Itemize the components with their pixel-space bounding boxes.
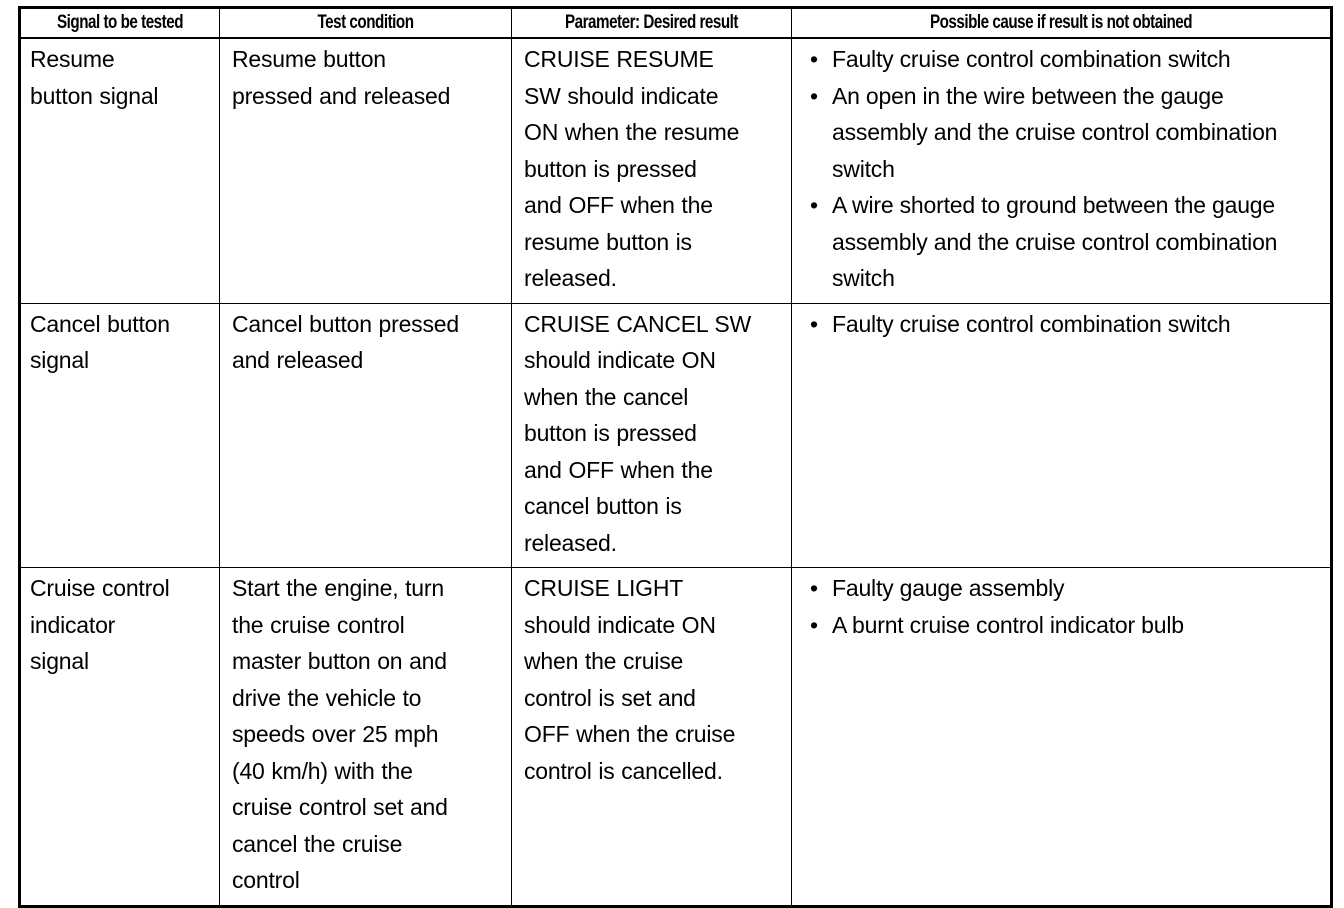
signal-text: Cancel button signal bbox=[30, 310, 170, 374]
bullet-icon: • bbox=[810, 611, 818, 638]
cell-possible-cause: • Faulty cruise control combination switc… bbox=[791, 303, 1333, 568]
column-header-parameter-label: Parameter: Desired result bbox=[564, 12, 739, 33]
possible-cause-text: Faulty gauge assembly bbox=[832, 575, 1065, 601]
table-row: Cancel button signal Cancel button press… bbox=[18, 303, 1333, 568]
possible-cause-text: An open in the wire between the gauge as… bbox=[832, 82, 1278, 182]
column-header-test-condition-label: Test condition bbox=[317, 12, 414, 33]
table-row: Cruise control indicator signal Start th… bbox=[18, 567, 1333, 908]
test-condition-text: Cancel button pressed and released bbox=[232, 310, 459, 374]
cell-test-condition: Start the engine, turn the cruise contro… bbox=[219, 567, 512, 908]
parameter-text: CRUISE CANCEL SW should indicate ON when… bbox=[524, 310, 751, 556]
possible-cause-item: • Faulty cruise control combination switc… bbox=[800, 41, 1330, 78]
bullet-icon: • bbox=[810, 46, 818, 72]
possible-cause-item: • An open in the wire between the gauge a… bbox=[800, 78, 1330, 188]
column-header-signal: Signal to be tested bbox=[18, 6, 220, 39]
column-header-signal-label: Signal to be tested bbox=[56, 12, 183, 33]
possible-cause-list: • Faulty cruise control combination switc… bbox=[792, 41, 1330, 297]
possible-cause-list: • Faulty cruise control combination switc… bbox=[792, 306, 1330, 343]
possible-cause-item: • Faulty gauge assembly bbox=[800, 570, 1330, 607]
diagnostic-table: Signal to be tested Test condition Param… bbox=[18, 6, 1333, 908]
table-row: Resume button signal Resume button press… bbox=[18, 38, 1333, 304]
signal-text: Cruise control indicator signal bbox=[30, 575, 170, 674]
possible-cause-text: Faulty cruise control combination switch bbox=[832, 310, 1231, 337]
cell-parameter: CRUISE LIGHT should indicate ON when the… bbox=[511, 567, 792, 908]
possible-cause-text: A wire shorted to ground between the gau… bbox=[832, 192, 1278, 291]
possible-cause-text: A burnt cruise control indicator bulb bbox=[832, 611, 1184, 638]
column-header-test-condition: Test condition bbox=[219, 6, 512, 39]
test-condition-text: Start the engine, turn the cruise contro… bbox=[232, 575, 448, 893]
cell-parameter: CRUISE CANCEL SW should indicate ON when… bbox=[511, 303, 792, 568]
table-header: Signal to be tested Test condition Param… bbox=[18, 6, 1333, 39]
column-header-parameter: Parameter: Desired result bbox=[511, 6, 792, 39]
possible-cause-item: • A burnt cruise control indicator bulb bbox=[800, 607, 1330, 644]
parameter-text: CRUISE RESUME SW should indicate ON when… bbox=[524, 46, 740, 291]
bullet-icon: • bbox=[810, 82, 818, 109]
bullet-icon: • bbox=[810, 192, 818, 218]
document-page: Signal to be tested Test condition Param… bbox=[18, 6, 1333, 908]
table-header-row: Signal to be tested Test condition Param… bbox=[18, 6, 1333, 39]
cell-signal: Resume button signal bbox=[18, 38, 220, 304]
signal-text: Resume button signal bbox=[30, 46, 159, 109]
possible-cause-list: • Faulty gauge assembly • A burnt cruise co… bbox=[792, 570, 1330, 643]
cell-test-condition: Cancel button pressed and released bbox=[219, 303, 512, 568]
cell-signal: Cancel button signal bbox=[18, 303, 220, 568]
cell-possible-cause: • Faulty cruise control combination switc… bbox=[791, 38, 1333, 304]
cell-test-condition: Resume button pressed and released bbox=[219, 38, 512, 304]
possible-cause-item: • Faulty cruise control combination switc… bbox=[800, 306, 1330, 343]
cell-signal: Cruise control indicator signal bbox=[18, 567, 220, 908]
parameter-text: CRUISE LIGHT should indicate ON when the… bbox=[524, 575, 736, 784]
column-header-possible-cause-label: Possible cause if result is not obtained bbox=[929, 12, 1193, 33]
bullet-icon: • bbox=[810, 575, 818, 601]
possible-cause-text: Faulty cruise control combination switch bbox=[832, 46, 1231, 72]
cell-parameter: CRUISE RESUME SW should indicate ON when… bbox=[511, 38, 792, 304]
cell-possible-cause: • Faulty gauge assembly • A burnt cruise co… bbox=[791, 567, 1333, 908]
table-body: Resume button signal Resume button press… bbox=[18, 38, 1333, 908]
test-condition-text: Resume button pressed and released bbox=[232, 46, 451, 109]
column-header-possible-cause: Possible cause if result is not obtained bbox=[791, 6, 1333, 39]
possible-cause-item: • A wire shorted to ground between the ga… bbox=[800, 187, 1330, 297]
bullet-icon: • bbox=[810, 310, 818, 337]
